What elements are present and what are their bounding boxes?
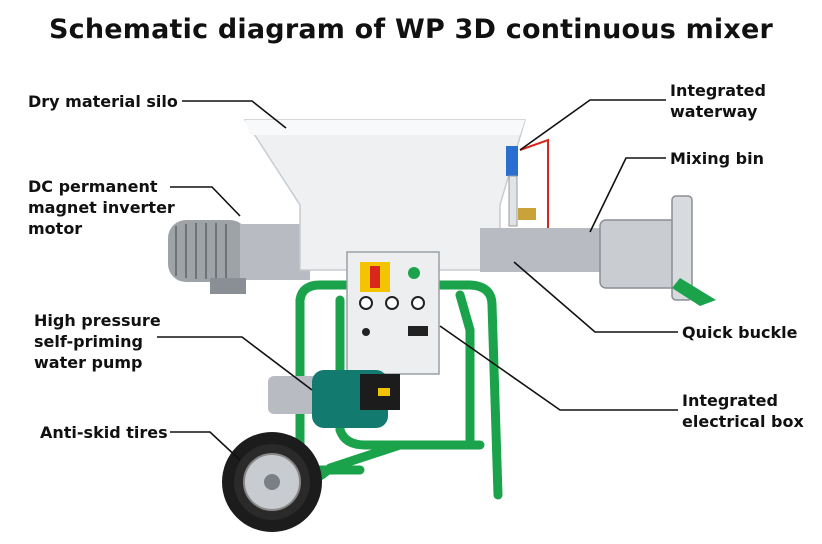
motor [168,220,310,294]
waterway [506,140,548,228]
label-integrated-waterway: Integrated waterway [670,80,766,122]
label-anti-skid-tires: Anti-skid tires [40,422,168,443]
water-pump [268,370,400,428]
label-water-pump: High pressure self-priming water pump [34,310,161,373]
label-electrical-box: Integrated electrical box [682,390,804,432]
label-quick-buckle: Quick buckle [682,322,797,343]
label-dc-motor: DC permanent magnet inverter motor [28,176,175,239]
tire [222,432,322,532]
electrical-box [347,252,439,374]
label-dry-material-silo: Dry material silo [28,91,178,112]
label-mixing-bin: Mixing bin [670,148,764,169]
